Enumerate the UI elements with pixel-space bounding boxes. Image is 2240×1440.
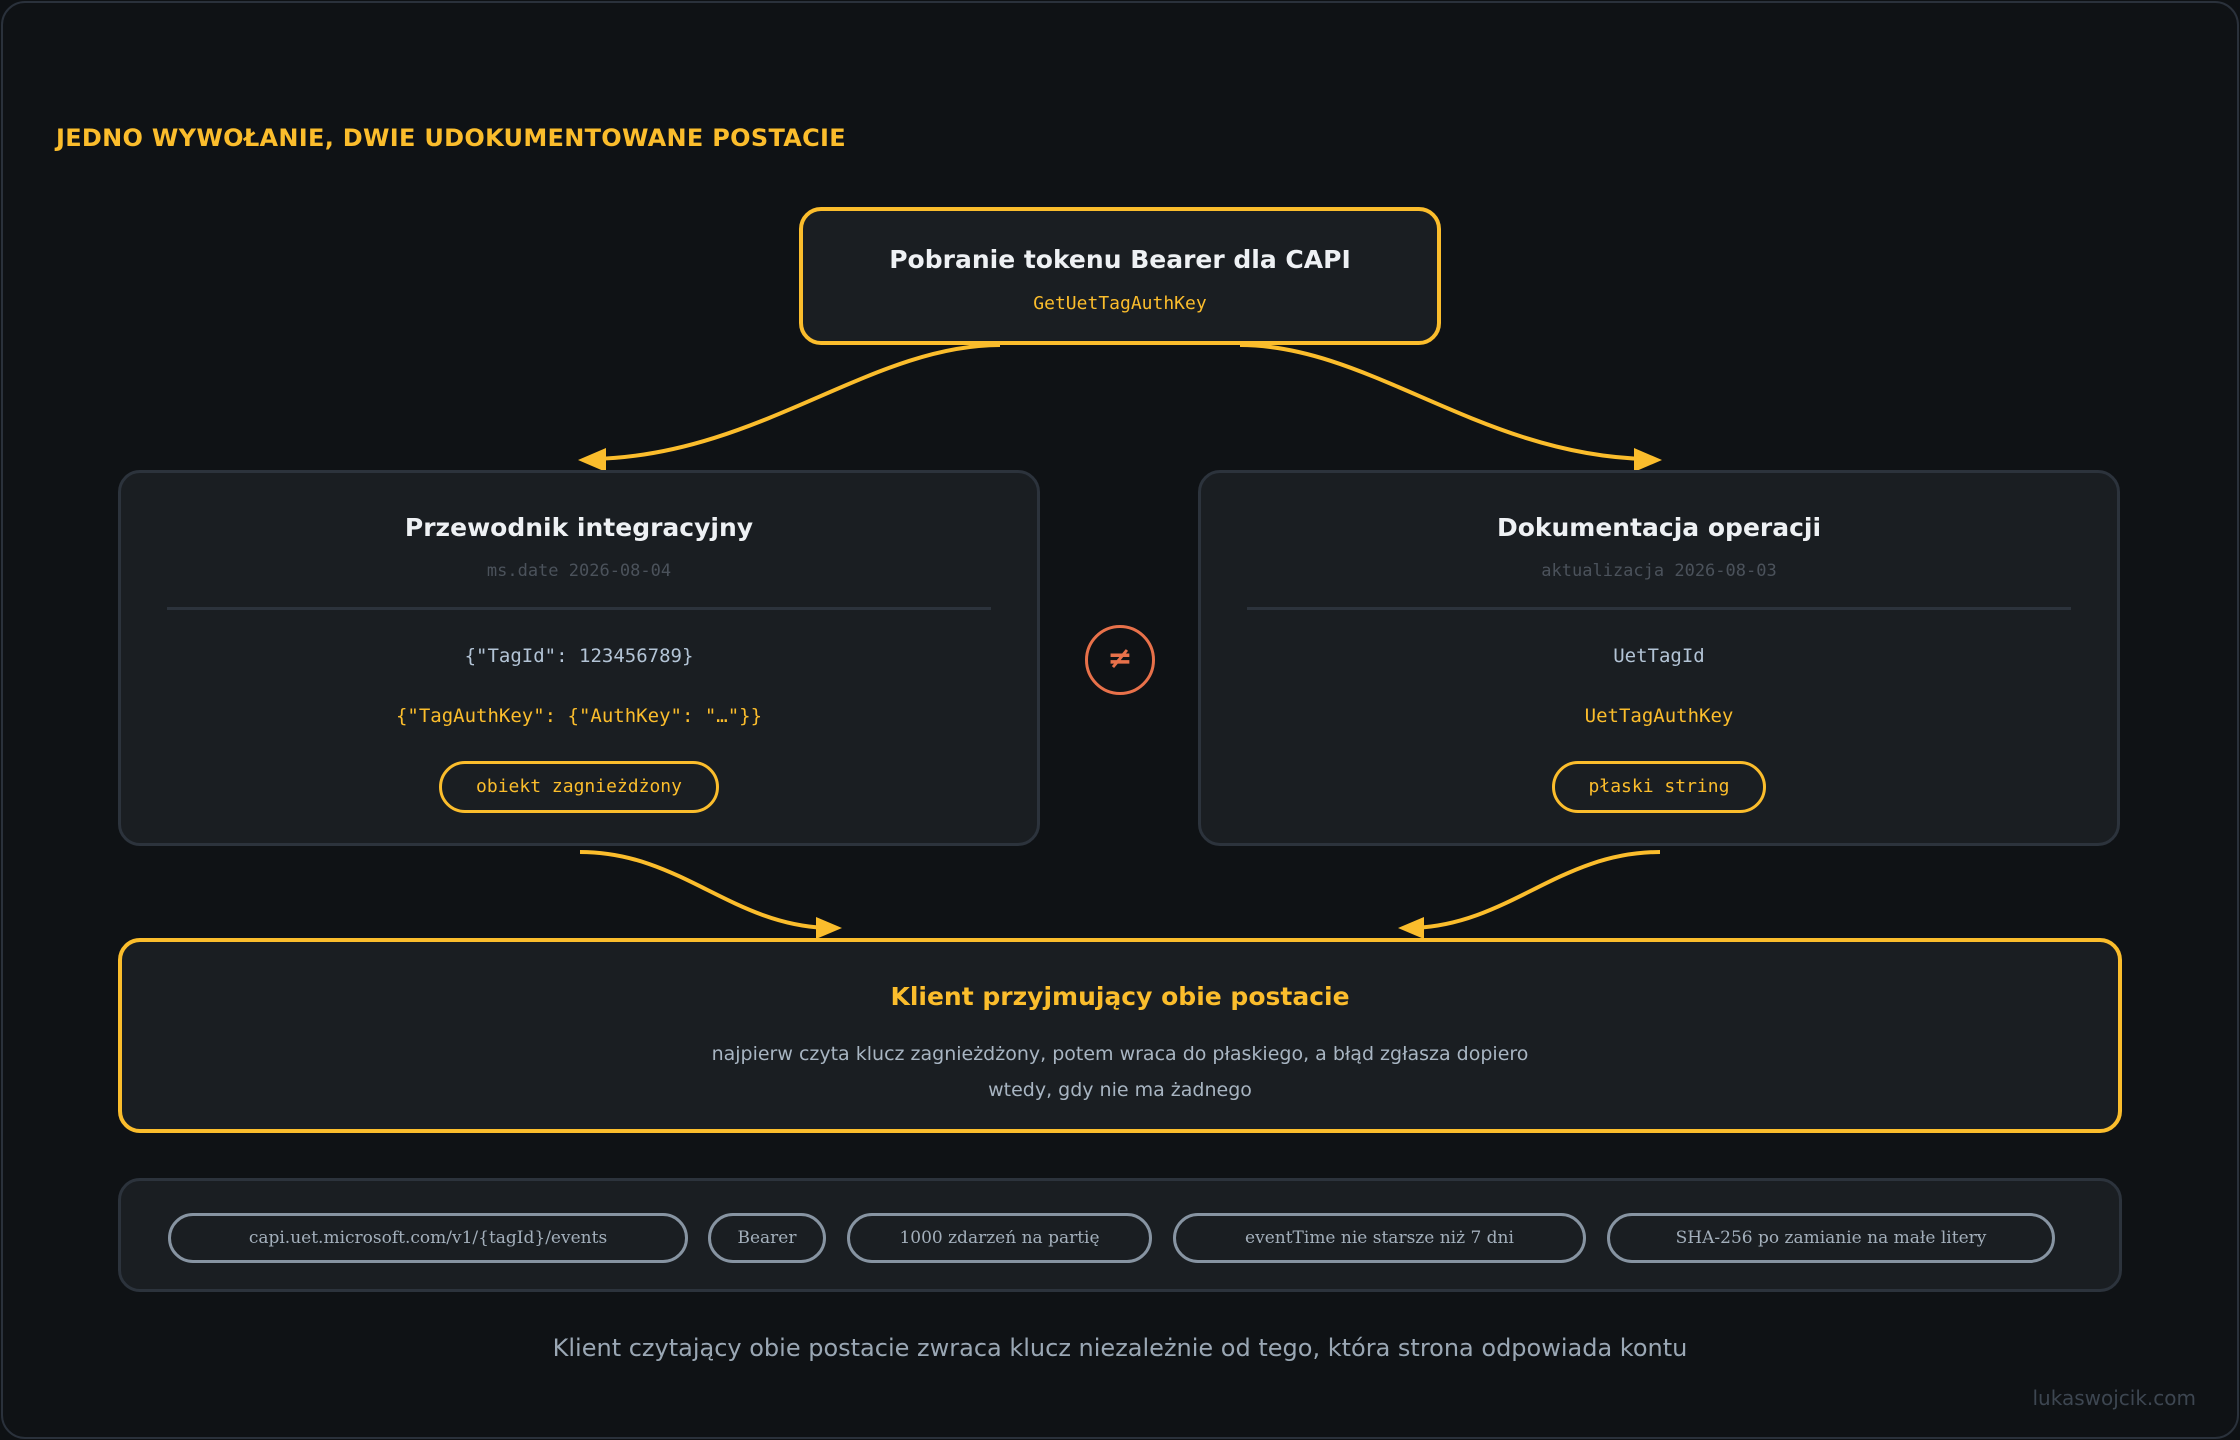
panel-date: aktualizacja 2026-08-03 bbox=[1541, 561, 1777, 581]
operation-name: GetUetTagAuthKey bbox=[1033, 293, 1207, 314]
diagram-heading: JEDNO WYWOŁANIE, DWIE UDOKUMENTOWANE POS… bbox=[56, 124, 846, 152]
chip-event-time: eventTime nie starsze niż 7 dni bbox=[1173, 1213, 1586, 1263]
chip-batch-size: 1000 zdarzeń na partię bbox=[847, 1213, 1152, 1263]
client-title: Klient przyjmujący obie postacie bbox=[890, 982, 1350, 1011]
client-description-line: najpierw czyta klucz zagnieżdżony, potem… bbox=[711, 1043, 1529, 1065]
chip-endpoint: capi.uet.microsoft.com/v1/{tagId}/events bbox=[168, 1213, 688, 1263]
chip-auth: Bearer bbox=[708, 1213, 826, 1263]
request-example: {"TagId": 123456789} bbox=[464, 645, 694, 667]
diagram-caption: Klient czytający obie postacie zwraca kl… bbox=[552, 1334, 1688, 1362]
operation-docs-panel: Dokumentacja operacji aktualizacja 2026-… bbox=[1198, 470, 2120, 846]
panel-divider bbox=[1247, 607, 2071, 610]
panel-divider bbox=[167, 607, 991, 610]
shape-badge: obiekt zagnieżdżony bbox=[439, 761, 719, 813]
facts-bar: capi.uet.microsoft.com/v1/{tagId}/events… bbox=[118, 1178, 2122, 1292]
response-example: {"TagAuthKey": {"AuthKey": "…"}} bbox=[395, 705, 763, 727]
not-equal-icon: ≠ bbox=[1085, 625, 1155, 695]
shape-badge: płaski string bbox=[1551, 761, 1767, 813]
integration-guide-panel: Przewodnik integracyjny ms.date 2026-08-… bbox=[118, 470, 1040, 846]
response-field: UetTagAuthKey bbox=[1584, 705, 1734, 727]
site-watermark: lukaswojcik.com bbox=[2032, 1386, 2197, 1410]
panel-title: Przewodnik integracyjny bbox=[404, 513, 754, 542]
chip-hashing: SHA-256 po zamianie na małe litery bbox=[1607, 1213, 2055, 1263]
client-box: Klient przyjmujący obie postacie najpier… bbox=[118, 938, 2122, 1133]
operation-title: Pobranie tokenu Bearer dla CAPI bbox=[889, 245, 1351, 274]
panel-date: ms.date 2026-08-04 bbox=[486, 561, 672, 581]
panel-title: Dokumentacja operacji bbox=[1496, 513, 1822, 542]
client-description: najpierw czyta klucz zagnieżdżony, potem… bbox=[122, 1036, 2118, 1108]
operation-box: Pobranie tokenu Bearer dla CAPI GetUetTa… bbox=[799, 207, 1441, 345]
request-field: UetTagId bbox=[1613, 645, 1705, 667]
client-description-line: wtedy, gdy nie ma żadnego bbox=[988, 1079, 1252, 1101]
